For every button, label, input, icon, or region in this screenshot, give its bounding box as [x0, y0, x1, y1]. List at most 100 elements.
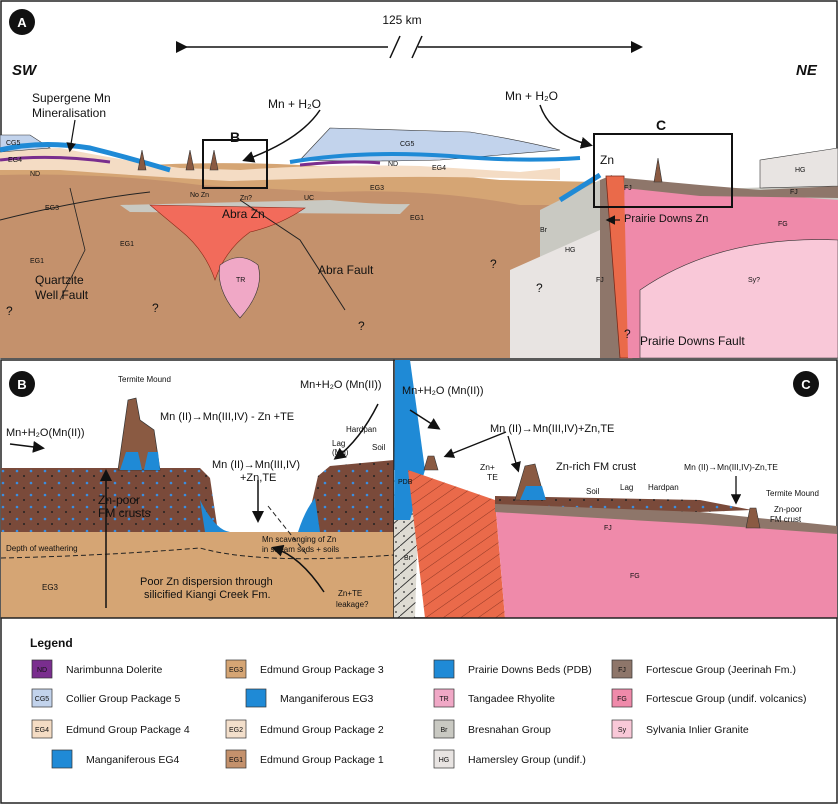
svg-text:HG: HG — [565, 247, 576, 254]
svg-text:Mn scavenging of Zn: Mn scavenging of Zn — [262, 535, 336, 544]
legend-label: Bresnahan Group — [468, 724, 551, 736]
mn-eg4-strip — [0, 141, 171, 173]
svg-text:Mn + H₂O: Mn + H₂O — [268, 97, 321, 111]
legend-label: Edmund Group Package 3 — [260, 664, 384, 676]
svg-text:Termite Mound: Termite Mound — [118, 375, 171, 384]
svg-text:Zn-rich FM crust: Zn-rich FM crust — [556, 461, 636, 473]
panel-a: A 125 km SW NE Supergene Mn Mineralisati… — [0, 0, 838, 359]
legend-label: Manganiferous EG3 — [280, 693, 374, 705]
hg-unit-ne — [759, 147, 838, 189]
legend-swatch — [31, 688, 53, 708]
svg-text:(Mn): (Mn) — [332, 448, 349, 457]
svg-text:?: ? — [536, 281, 543, 295]
svg-text:EG1: EG1 — [120, 241, 134, 248]
svg-text:EG4: EG4 — [432, 165, 446, 172]
svg-text:Abra Fault: Abra Fault — [318, 263, 374, 277]
eg4-unit — [0, 148, 560, 181]
mn-eg3-strip — [289, 152, 581, 164]
termite-mounds-a — [137, 149, 663, 183]
svg-text:Well Fault: Well Fault — [35, 288, 89, 302]
nd-sill-right — [299, 160, 381, 167]
panel-b: B Termite Mound Mn+H₂O(Mn(II)) Mn+H₂O (M… — [0, 359, 395, 619]
svg-text:EG3: EG3 — [370, 185, 384, 192]
svg-text:leakage?: leakage? — [336, 600, 369, 609]
legend-code: EG4 — [35, 727, 49, 734]
legend-swatch — [433, 749, 455, 769]
legend-code: Br — [441, 727, 449, 734]
legend-swatch — [31, 719, 53, 739]
fg-unit-c — [495, 500, 837, 618]
svg-text:?: ? — [490, 257, 497, 271]
svg-text:Zn?: Zn? — [240, 195, 252, 202]
svg-text:Quartzite: Quartzite — [35, 273, 84, 287]
svg-text:?: ? — [358, 319, 365, 333]
svg-text:Lag: Lag — [332, 439, 345, 448]
sw-label: SW — [12, 62, 38, 79]
svg-text:EG3: EG3 — [45, 205, 59, 212]
panel-a-letter: A — [17, 15, 27, 30]
svg-text:Poor Zn dispersion through: Poor Zn dispersion through — [140, 576, 273, 588]
legend-label: Edmund Group Package 1 — [260, 754, 384, 766]
svg-text:Termite Mound: Termite Mound — [766, 489, 819, 498]
svg-text:B: B — [230, 129, 240, 145]
weathering-line — [0, 547, 395, 560]
legend-code: EG2 — [229, 727, 243, 734]
svg-text:Mn (II)→Mn(III,IV)-Zn,TE: Mn (II)→Mn(III,IV)-Zn,TE — [684, 462, 778, 472]
svg-text:FG: FG — [778, 221, 788, 228]
svg-text:Soil: Soil — [586, 487, 600, 496]
legend-label: Manganiferous EG4 — [86, 754, 180, 766]
unit-codes-a: CG5 CG5 EG4 EG4 EG3 EG3 EG1 EG1 EG1 TR B… — [6, 140, 806, 284]
svg-text:Prairie Downs Zn: Prairie Downs Zn — [624, 213, 708, 225]
legend-code: Sy — [618, 727, 627, 734]
legend-code: TR — [439, 696, 448, 703]
svg-text:EG1: EG1 — [30, 258, 44, 265]
legend-code: CG5 — [35, 696, 50, 703]
svg-text:Zn: Zn — [600, 153, 614, 167]
panel-c: C Mn+H₂O (Mn(II)) Mn (II)→Mn(III,IV)+Zn,… — [393, 359, 838, 619]
panel-c-letter: C — [801, 377, 811, 392]
svg-text:FJ: FJ — [596, 277, 604, 284]
qw-fault — [0, 191, 151, 221]
svg-text:FM crust: FM crust — [770, 515, 802, 524]
legend-swatch — [433, 719, 455, 739]
svg-text:Br: Br — [404, 555, 412, 562]
svg-text:Soil: Soil — [372, 443, 386, 452]
eg1-unit — [0, 167, 600, 358]
legend-code: FJ — [618, 667, 626, 674]
inset-box-c — [593, 133, 733, 208]
legend-item: EG2 Edmund Group Package 2 — [225, 719, 384, 739]
svg-text:Zn+: Zn+ — [480, 462, 495, 472]
svg-text:Br: Br — [540, 227, 548, 234]
svg-text:ND: ND — [30, 171, 40, 178]
panel-b-letter: B — [17, 377, 26, 392]
legend-label: Prairie Downs Beds (PDB) — [468, 664, 592, 676]
svg-text:Mn+H₂O(Mn(II)): Mn+H₂O(Mn(II)) — [6, 427, 85, 439]
legend-label: Fortescue Group (undif. volcanics) — [646, 693, 806, 705]
legend-label: Edmund Group Package 2 — [260, 724, 384, 736]
svg-text:Zn-poor: Zn-poor — [774, 505, 802, 514]
svg-text:PDB: PDB — [398, 479, 413, 486]
svg-text:TR: TR — [236, 277, 245, 284]
svg-text:Abra Zn: Abra Zn — [222, 207, 265, 221]
legend-swatch — [245, 688, 267, 708]
svg-text:+Zn,TE: +Zn,TE — [240, 472, 276, 484]
svg-text:Hardpan: Hardpan — [346, 425, 377, 434]
legend-swatch — [611, 719, 633, 739]
svg-text:C: C — [656, 117, 666, 133]
svg-text:?: ? — [6, 304, 13, 318]
svg-text:Mn (II)→Mn(III,IV)+Zn,TE: Mn (II)→Mn(III,IV)+Zn,TE — [490, 423, 614, 435]
ne-label: NE — [796, 62, 818, 79]
svg-text:Lag: Lag — [620, 483, 633, 492]
legend-swatch — [433, 659, 455, 679]
